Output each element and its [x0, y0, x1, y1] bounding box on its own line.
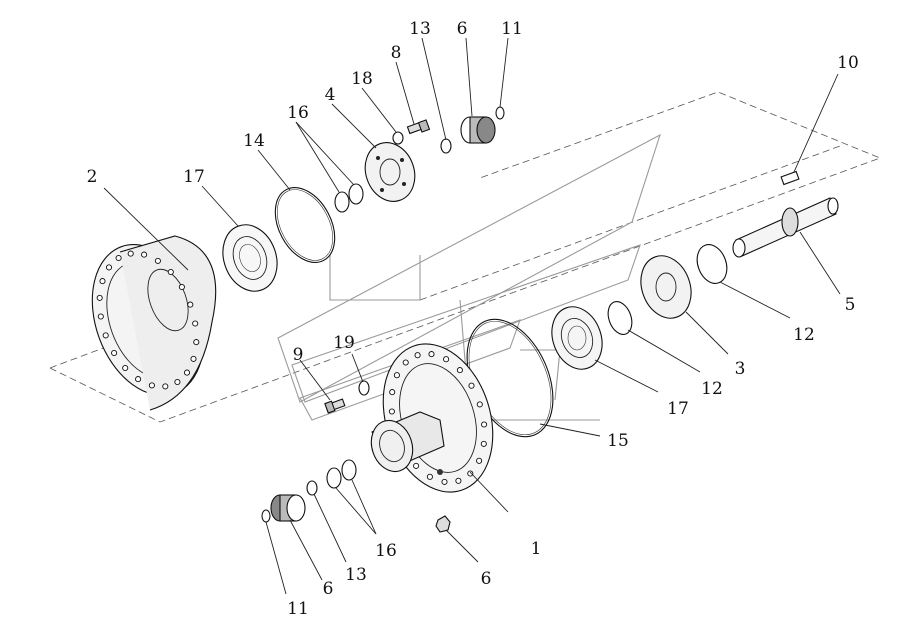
callout-14: 14 [243, 131, 265, 151]
flange-bolt-hole [393, 372, 400, 379]
ring-part-13-top [440, 138, 452, 154]
gear-part-6-bot [270, 494, 306, 522]
gear-part-6-top [460, 116, 496, 144]
flange-bolt-hole [178, 283, 185, 291]
flange-bolt-hole [187, 301, 194, 308]
callout-8: 8 [391, 43, 402, 63]
flange-bolt-hole [193, 339, 200, 346]
callout-4: 4 [325, 85, 336, 105]
flange-bolt-hole [162, 383, 169, 390]
callout-18: 18 [351, 69, 373, 89]
flange-bolt-hole [467, 470, 474, 477]
rings-part-16-top [334, 183, 364, 213]
nut-part-6 [435, 515, 451, 533]
flange-bolt-hole [183, 369, 191, 376]
flange-bolt-hole [402, 359, 409, 366]
flange-bolt-hole [468, 382, 475, 389]
callout-11-bot: 11 [287, 599, 309, 619]
shaft-part-5 [732, 197, 839, 258]
callout-12-right: 12 [793, 325, 815, 345]
callout-6-bot: 6 [323, 579, 334, 599]
flange-bolt-hole [476, 457, 483, 464]
washer-part-19 [358, 380, 370, 396]
flange-bolt-hole [99, 278, 106, 285]
callout-17-top: 17 [183, 167, 205, 187]
callout-13-top: 13 [409, 19, 431, 39]
callout-labels: 13 6 11 8 18 10 4 16 14 2 17 5 12 3 12 1… [87, 19, 859, 619]
flange-bolt-hole [154, 257, 161, 264]
leader-lines [103, 37, 841, 595]
bolt-part-8 [406, 119, 431, 135]
snapring-part-12-right [696, 244, 728, 284]
cover-part-4 [364, 142, 416, 202]
flange-bolt-hole [122, 364, 129, 372]
flange-bolt-hole [102, 332, 109, 339]
rings-part-16-bot [326, 459, 357, 489]
flange-bolt-hole [105, 264, 113, 271]
flange-bolt-hole [441, 478, 448, 485]
flange-bolt-hole [443, 356, 450, 363]
bearing-part-17-mid [551, 306, 603, 370]
callout-5: 5 [845, 295, 856, 315]
callout-16-top: 16 [287, 103, 309, 123]
flange-bolt-hole [455, 477, 462, 484]
flange-bolt-hole [388, 408, 395, 415]
snapring-part-12-mid [607, 301, 633, 335]
flange-bolt-hole [389, 389, 396, 396]
flange-bolt-hole [190, 355, 197, 362]
callout-1: 1 [531, 539, 542, 559]
key-part-10 [780, 170, 800, 186]
callout-10: 10 [837, 53, 859, 73]
callout-6-top: 6 [457, 19, 468, 39]
oring-part-14 [274, 187, 336, 263]
flange-bolt-hole [96, 294, 103, 301]
flange-bolt-hole [476, 401, 483, 408]
flange-bolt-hole [481, 421, 488, 428]
flange-bolt-hole [127, 250, 134, 257]
callout-19: 19 [333, 333, 355, 353]
watermark-logo [277, 133, 661, 421]
ring-part-11-top [495, 106, 505, 120]
washer-part-18 [392, 131, 404, 145]
flange-bolt-hole [480, 440, 487, 447]
flange-bolt-hole [428, 351, 435, 358]
flange-bolt-hole [414, 352, 421, 359]
callout-15: 15 [607, 431, 629, 451]
flange-bolt-hole [141, 251, 148, 258]
flange-bolt-hole [456, 367, 463, 374]
ring-part-11-bot [261, 509, 271, 523]
callout-12-mid: 12 [701, 379, 723, 399]
bearing-part-17-top [222, 224, 278, 292]
ring-part-13-bot [306, 480, 318, 496]
bearing-part-3 [640, 255, 692, 319]
callout-11-top: 11 [501, 19, 523, 39]
flange-bolt-hole [413, 462, 420, 469]
callout-16-bot: 16 [375, 541, 397, 561]
callout-3: 3 [735, 359, 746, 379]
callout-6-nut: 6 [481, 569, 492, 589]
flange-bolt-hole [426, 473, 433, 480]
hub-part-1 [370, 343, 494, 493]
flange-bolt-hole [148, 382, 155, 389]
flange-bolt-hole [174, 378, 181, 386]
flange-bolt-hole [111, 349, 118, 357]
bolt-part-9 [324, 398, 346, 414]
flange-bolt-hole [115, 254, 122, 262]
callout-9: 9 [293, 345, 304, 365]
callout-2: 2 [87, 167, 98, 187]
callout-13-bot: 13 [345, 565, 367, 585]
flange-bolt-hole [167, 268, 174, 276]
flange-bolt-hole [135, 376, 142, 383]
flange-bolt-hole [192, 320, 199, 327]
callout-17-mid: 17 [667, 399, 689, 419]
housing-part-2 [91, 235, 217, 411]
flange-bolt-hole [97, 313, 104, 320]
